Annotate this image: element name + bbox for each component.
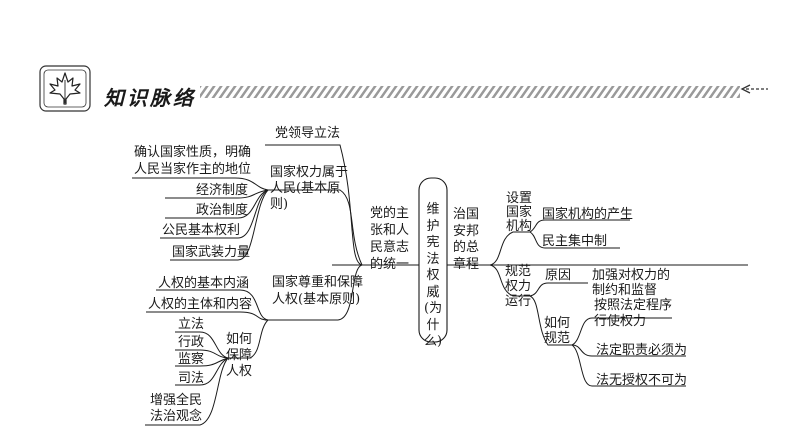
- how-regulate: 如何规范: [544, 316, 571, 346]
- rights-item-subject: 人权的主体和内容: [148, 297, 253, 312]
- center-topic: 维护宪法权威(为什么): [424, 202, 443, 349]
- back-arrow-icon: [740, 84, 768, 94]
- respect-human-rights: 国家尊重和保障人权(基本原则): [272, 275, 364, 307]
- rights-item-meaning: 人权的基本内涵: [158, 276, 250, 291]
- section-title: 知识脉络: [104, 86, 196, 110]
- center-box: [418, 177, 448, 343]
- power-item-armed-forces: 国家武装力量: [172, 245, 251, 260]
- setup-item-formation: 国家机构的产生: [542, 207, 634, 222]
- reason-item: 加强对权力的制约和监督: [592, 268, 671, 298]
- how-item-judiciary: 司法: [178, 371, 205, 386]
- how-item-supervision: 监察: [178, 352, 205, 367]
- regulate-item-no-authority: 法无授权不可为: [596, 373, 688, 388]
- power-item-economic: 经济制度: [196, 183, 249, 198]
- how-item-legislation: 立法: [178, 317, 205, 332]
- striped-bar: [200, 86, 740, 98]
- maple-leaf-icon: [39, 65, 91, 112]
- left-hub: 党的主张和人民意志的统一: [370, 206, 410, 272]
- setup-item-centralism: 民主集中制: [542, 234, 608, 249]
- regulate-power: 规范权力运行: [505, 264, 532, 309]
- power-item-political: 政治制度: [196, 203, 249, 218]
- right-hub: 治国安邦的总章程: [453, 207, 480, 272]
- reason-label: 原因: [545, 268, 572, 283]
- setup-state-organs: 设置国家机构: [506, 191, 533, 234]
- regulate-item-duty: 法定职责必须为: [596, 343, 688, 358]
- how-protect-rights: 如何保障人权: [226, 332, 253, 379]
- regulate-item-procedure: 按照法定程序行使权力: [594, 298, 673, 329]
- power-item-rights: 公民基本权利: [162, 223, 241, 238]
- party-leads-legislation: 党领导立法: [275, 126, 341, 141]
- power-item-nature: 确认国家性质，明确人民当家作主的地位: [134, 145, 252, 177]
- banner-graphics: [39, 65, 768, 112]
- how-item-awareness: 增强全民法治观念: [150, 393, 203, 424]
- power-belongs-to-people: 国家权力属于人民(基本原则): [270, 165, 349, 212]
- how-item-administration: 行政: [178, 335, 205, 350]
- section-banner: 知识脉络: [0, 0, 794, 120]
